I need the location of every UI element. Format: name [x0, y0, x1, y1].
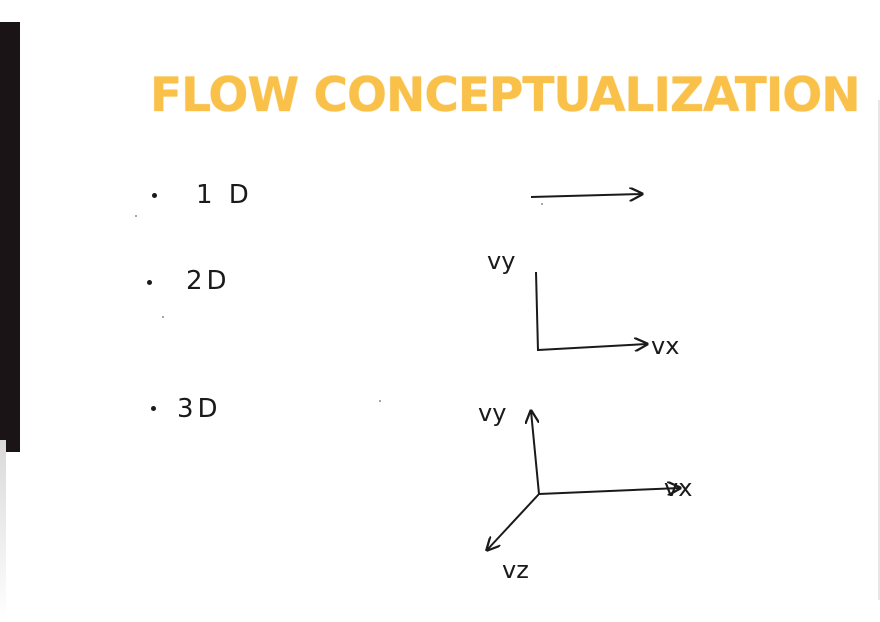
bullet-1d	[152, 193, 157, 198]
speck	[162, 316, 164, 318]
left-dark-edge	[0, 22, 20, 452]
bullet-3d	[151, 406, 156, 411]
axis-label-3d-vz: vz	[502, 556, 529, 584]
label-1d: 1 D	[196, 180, 253, 210]
axis-2d-y	[535, 271, 539, 352]
arrow-1d-x	[530, 194, 642, 197]
speck	[541, 203, 543, 205]
axis-3d-z	[487, 493, 540, 550]
axis-label-3d-vy: vy	[478, 399, 507, 427]
right-edge-line	[878, 100, 880, 600]
axis-3d-y	[531, 411, 540, 495]
axis-label-2d-vx: vx	[651, 332, 680, 360]
label-2d: 2D	[186, 266, 231, 296]
speck	[379, 400, 381, 402]
left-edge-shadow	[0, 440, 6, 622]
axis-3d-x	[538, 488, 680, 494]
axis-label-2d-vy: vy	[487, 247, 516, 275]
label-3d: 3D	[177, 394, 222, 424]
speck	[135, 215, 137, 217]
bullet-2d	[147, 280, 152, 285]
axis-2d-x	[537, 344, 647, 350]
